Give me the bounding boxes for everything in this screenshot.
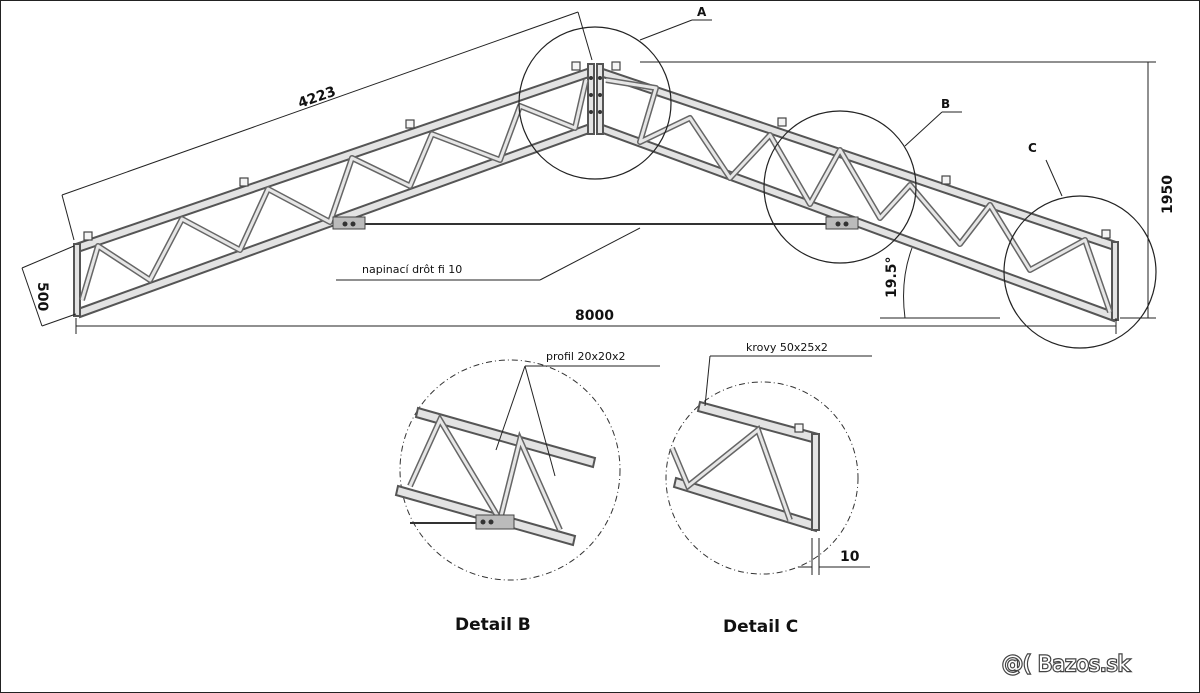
ridge-post-left <box>587 63 595 135</box>
detail-c-outline <box>665 381 859 575</box>
left-end-post <box>73 243 81 317</box>
detail-c <box>665 355 872 575</box>
wire-bracket-left <box>332 216 366 230</box>
right-web-members <box>605 77 1113 313</box>
detail-circle-c <box>1003 195 1157 349</box>
main-truss <box>73 61 1119 323</box>
purlin-clips <box>83 61 1111 241</box>
dim-end-height: 500 <box>34 282 50 311</box>
dim-top-chord-length: 4223 <box>296 84 338 112</box>
detail-circle-b <box>763 110 917 264</box>
ridge-bolts <box>589 76 602 114</box>
detail-b <box>394 359 660 581</box>
detail-circle-a <box>518 26 672 180</box>
detail-c-title: Detail C <box>723 617 798 637</box>
callout-leaders <box>639 19 1063 197</box>
dim-angle: 19.5° <box>884 256 900 298</box>
label-purlins: krovy 50x25x2 <box>746 341 828 354</box>
watermark-text: @( Bazos.sk <box>1002 652 1131 676</box>
detail-b-title: Detail B <box>455 615 531 635</box>
dim-span: 8000 <box>575 308 614 324</box>
label-tension-wire: napinací drôt fi 10 <box>362 263 462 276</box>
callout-b: B <box>941 97 950 111</box>
dim-gap: 10 <box>840 549 860 565</box>
dim-height: 1950 <box>1160 175 1176 214</box>
ridge-post-right <box>596 63 604 135</box>
label-profile: profil 20x20x2 <box>546 350 626 363</box>
right-end-post <box>1111 241 1119 321</box>
watermark: @( Bazos.sk <box>1001 651 1132 677</box>
callout-a: A <box>697 5 707 19</box>
callout-c: C <box>1028 141 1037 155</box>
tension-wire-leader <box>336 227 641 281</box>
dimension-lines <box>21 11 1156 334</box>
detail-circles <box>518 26 1157 349</box>
detail-b-outline <box>399 359 621 581</box>
wire-bracket-right <box>825 216 859 230</box>
